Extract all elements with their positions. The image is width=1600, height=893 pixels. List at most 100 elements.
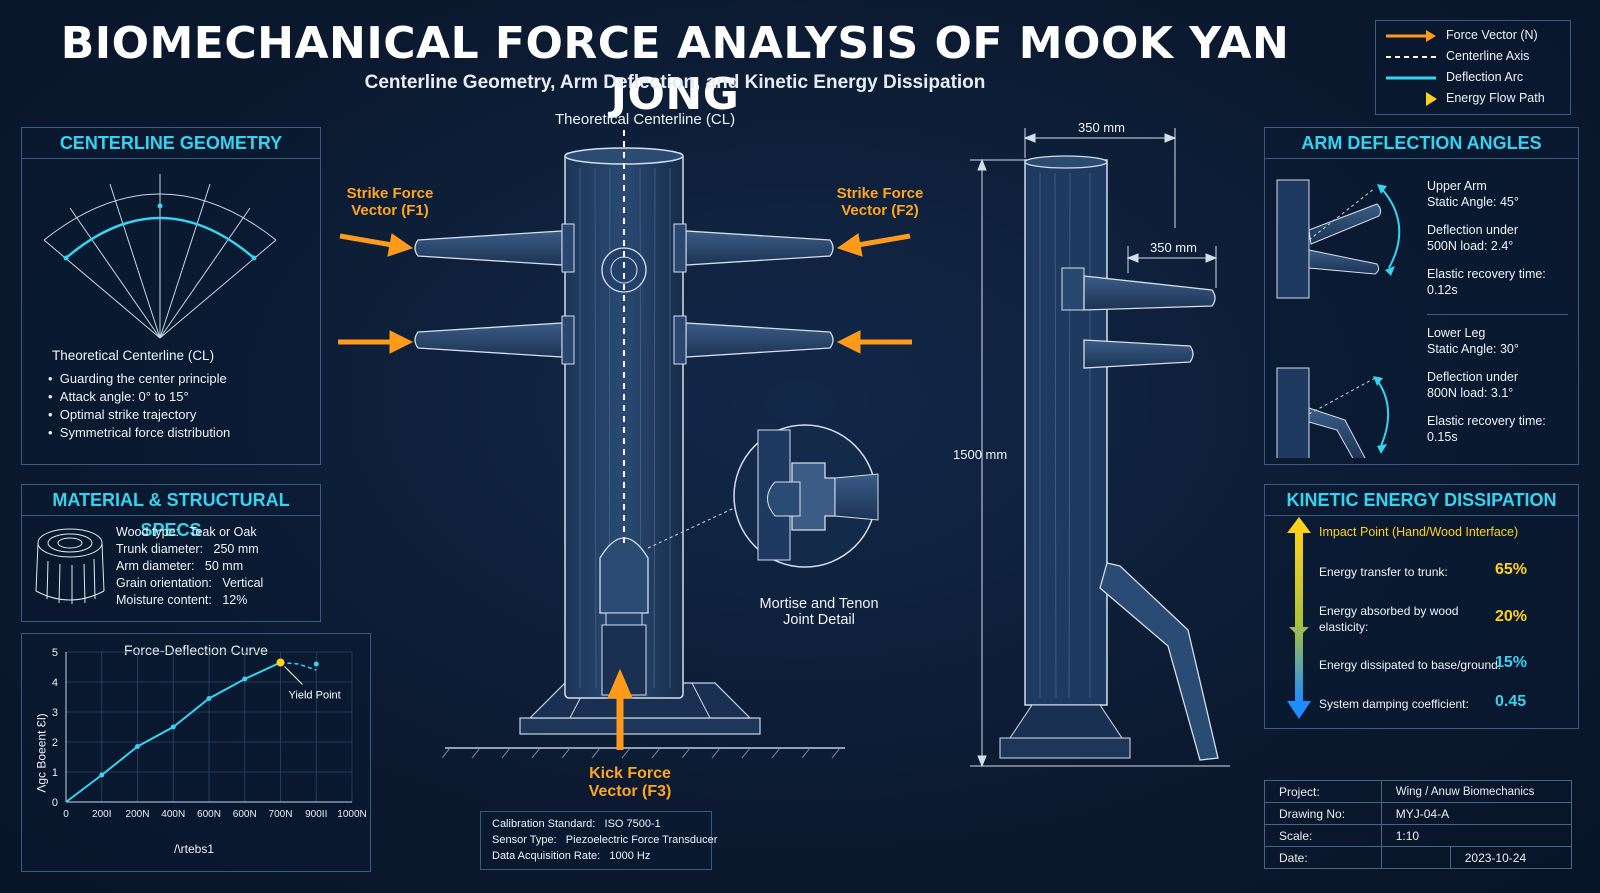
arm-hub bbox=[601, 247, 647, 293]
spec-moisture: Moisture content: 12% bbox=[116, 593, 248, 607]
upper-right-arm bbox=[673, 223, 834, 273]
lower-right-arm bbox=[673, 315, 834, 365]
chart-title: Force-Deflection Curve bbox=[124, 642, 268, 658]
material-specs-panel: MATERIAL & STRUCTURAL SPECS Wood type: T… bbox=[21, 484, 321, 622]
side-upper-arm bbox=[1083, 275, 1216, 311]
legend: Force Vector (N) Centerline Axis Deflect… bbox=[1375, 20, 1571, 115]
chart-point bbox=[242, 676, 248, 682]
tb-scale-value: 1:10 bbox=[1380, 824, 1573, 847]
centerline-geometry-panel: CENTERLINE GEOMETRY Theoretical Centerli… bbox=[21, 127, 321, 465]
kinetic-energy-heading: KINETIC ENERGY DISSIPATION bbox=[1265, 485, 1578, 516]
dim-height: 1500 mm bbox=[953, 447, 1008, 462]
centerline-bullet-3: • Optimal strike trajectory bbox=[48, 407, 197, 422]
chart-x-tick-label: 400N bbox=[161, 809, 185, 820]
legend-label-flow: Energy Flow Path bbox=[1446, 91, 1545, 105]
dim-top-width: 350 mm bbox=[1078, 120, 1125, 135]
lower-deflection-arc bbox=[1376, 379, 1390, 447]
upper-deflection-arc bbox=[1380, 187, 1401, 269]
dim-arm-length: 350 mm bbox=[1150, 240, 1197, 255]
chart-x-tick-label: 0 bbox=[63, 809, 69, 820]
force-deflection-panel: Force-Deflection Curve 0 1 2 3 4 5 0 200I 200N 40… bbox=[21, 633, 371, 872]
wood-log-icon bbox=[35, 528, 105, 604]
energy-transfer-value: 65% bbox=[1495, 561, 1528, 578]
tb-project-value: Wing / Anuw Biomechanics bbox=[1380, 780, 1573, 803]
centerline-geometry-heading: CENTERLINE GEOMETRY bbox=[22, 128, 320, 159]
page-subtitle: Centerline Geometry, Arm Deflection, and… bbox=[364, 72, 986, 93]
centerline-label: Theoretical Centerline (CL) bbox=[52, 348, 215, 363]
centerline-fan-diagram bbox=[43, 174, 277, 339]
tb-drawing-key: Drawing No: bbox=[1264, 802, 1382, 825]
centerline-bullet-4: • Symmetrical force distribution bbox=[48, 425, 231, 440]
sensor-type: Sensor Type: Piezoelectric Force Transdu… bbox=[492, 834, 718, 846]
tb-scale-key: Scale: bbox=[1264, 824, 1382, 847]
chart-x-tick-label: 600N bbox=[233, 809, 257, 820]
arm-deflection-diagrams bbox=[1276, 179, 1401, 458]
tb-project-key: Project: bbox=[1264, 780, 1382, 803]
chart-annotation: Yield Point bbox=[289, 690, 341, 702]
chart-y-tick-label: 3 bbox=[52, 707, 58, 719]
upper-left-arm bbox=[414, 223, 575, 273]
chart-point bbox=[313, 661, 319, 667]
spec-grain: Grain orientation: Vertical bbox=[116, 576, 264, 590]
energy-transfer-label: Energy transfer to trunk: bbox=[1319, 565, 1448, 579]
chart-point bbox=[206, 696, 212, 701]
chart-point bbox=[170, 724, 176, 730]
legend-swatches bbox=[1386, 30, 1437, 106]
spec-wood-type: Wood type: Teak or Oak bbox=[116, 525, 257, 539]
front-leg bbox=[599, 537, 649, 614]
tb-date-value: 2023-10-24 bbox=[1449, 846, 1573, 869]
chart-yield-point bbox=[276, 658, 285, 667]
chart-y-tick-label: 2 bbox=[52, 737, 58, 749]
chart-annotation-line bbox=[284, 666, 303, 685]
chart-point bbox=[99, 772, 105, 778]
side-view-drawing bbox=[970, 128, 1230, 768]
tb-date-key: Date: bbox=[1264, 846, 1382, 869]
energy-absorbed-value: 20% bbox=[1495, 608, 1528, 625]
energy-flow-arrow bbox=[1287, 517, 1311, 719]
energy-dissipated-label: Energy dissipated to base/ground: bbox=[1319, 658, 1502, 672]
chart-y-tick-label: 5 bbox=[52, 647, 58, 659]
chart-x-tick-label: 1000N bbox=[337, 809, 366, 820]
tb-drawing-value: MYJ-04-A bbox=[1380, 802, 1573, 825]
centerline-bullet-1: • Guarding the center principle bbox=[48, 371, 227, 386]
legend-label-force: Force Vector (N) bbox=[1446, 28, 1538, 42]
chart-series-tail bbox=[280, 661, 317, 671]
lower-left-arm bbox=[414, 315, 575, 365]
chart-point bbox=[135, 744, 140, 749]
energy-dissipated-value: 15% bbox=[1495, 654, 1528, 671]
spec-arm-diameter: Arm diameter: 50 mm bbox=[116, 559, 244, 573]
calibration-box: Calibration Standard: ISO 7500-1 Sensor … bbox=[480, 811, 717, 870]
chart-y-tick-label: 4 bbox=[52, 677, 58, 689]
legend-label-axis: Centerline Axis bbox=[1446, 49, 1530, 63]
chart-y-label: Ʌgc Boeent Ɛl) bbox=[34, 713, 49, 793]
chart-x-tick-label: 200N bbox=[126, 809, 150, 820]
material-specs-heading: MATERIAL & STRUCTURAL SPECS bbox=[22, 485, 320, 540]
title-block: Project:Wing / Anuw Biomechanics Drawing… bbox=[1264, 780, 1573, 869]
damping-value: 0.45 bbox=[1495, 693, 1527, 710]
side-lower-arm bbox=[1083, 339, 1194, 369]
kinetic-energy-panel: KINETIC ENERGY DISSIPATION Impact Point … bbox=[1264, 484, 1579, 729]
centerline-bullet-2: • Attack angle: 0° to 15° bbox=[48, 389, 189, 404]
legend-label-arc: Deflection Arc bbox=[1446, 70, 1524, 84]
chart-x-tick-label: 200I bbox=[92, 809, 111, 820]
chart-x-tick-label: 600N bbox=[197, 809, 221, 820]
side-leg bbox=[1099, 562, 1219, 761]
chart-y-tick-label: 0 bbox=[52, 797, 58, 809]
arm-deflection-heading: ARM DEFLECTION ANGLES bbox=[1265, 128, 1578, 159]
impact-point-label: Impact Point (Hand/Wood Interface) bbox=[1319, 525, 1519, 539]
centerline-arc bbox=[65, 216, 255, 259]
data-rate: Data Acquisition Rate: 1000 Hz bbox=[492, 850, 651, 862]
page-title: BIOMECHANICAL FORCE ANALYSIS OF MOOK YAN… bbox=[60, 18, 1290, 120]
damping-label: System damping coefficient: bbox=[1319, 697, 1469, 711]
chart-y-tick-label: 1 bbox=[52, 767, 58, 779]
